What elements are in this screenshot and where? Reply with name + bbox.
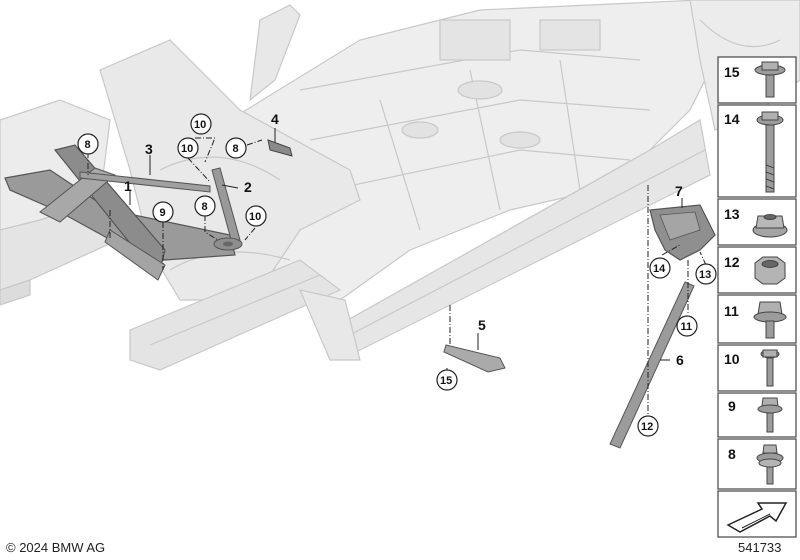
copyright-text: © 2024 BMW AG [6,540,106,555]
callout-3: 3 [145,141,153,157]
legend-cell-14[interactable] [717,104,797,198]
diagram-number: 541733 [738,540,782,555]
callout-4: 4 [271,111,279,127]
bolt-15-icon [754,61,786,98]
bolt-8-icon [756,444,784,485]
legend-cell-15[interactable] [717,56,797,104]
part-2-strut-tower-brace[interactable] [211,167,243,251]
legend-label-13: 13 [724,206,740,222]
legend-cell-10[interactable] [717,344,797,392]
nut-13-icon [752,214,788,238]
bolt-14-icon [756,111,784,193]
callout-10-c: 10 [249,211,261,223]
legend-label-10: 10 [724,351,740,367]
callout-8-c: 8 [202,201,208,213]
callout-2: 2 [244,179,252,195]
part-7-rear-bracket[interactable] [649,204,716,261]
parts-legend: 15 14 13 12 11 10 9 8 [717,56,797,538]
callout-10-a: 10 [194,119,206,131]
legend-label-15: 15 [724,64,740,80]
callout-11: 11 [681,321,693,333]
part-6-rear-strut[interactable] [609,281,695,449]
legend-label-12: 12 [724,254,740,270]
callout-5: 5 [478,317,486,333]
callout-9: 9 [160,207,166,219]
part-5-sill-bracket[interactable] [443,344,506,373]
part-3-strut-bar[interactable] [79,171,211,193]
part-4-bracket[interactable] [267,139,293,157]
arrow-icon [726,502,788,533]
callout-12: 12 [641,421,653,433]
callout-10-b: 10 [181,143,193,155]
callout-15: 15 [440,375,452,387]
bolt-11-icon [753,301,787,339]
callout-6: 6 [676,352,684,368]
callout-14: 14 [653,263,666,275]
legend-cell-8[interactable] [717,438,797,490]
callout-13: 13 [699,269,711,281]
callout-8-b: 8 [233,143,239,155]
bolt-10-icon [760,349,780,387]
legend-label-14: 14 [724,111,740,127]
circled-callout-labels: 8 8 8 9 10 10 10 11 12 13 14 15 [85,119,712,433]
callouts: 1 2 3 4 5 6 7 [124,111,684,368]
callout-7: 7 [675,183,683,199]
nut-12-icon [754,256,786,285]
leader-lines [87,137,707,420]
legend-label-9: 9 [728,398,736,414]
legend-cell-9[interactable] [717,392,797,438]
legend-label-8: 8 [728,446,736,462]
callout-1: 1 [124,178,132,194]
label-lines [129,128,683,361]
screw-9-icon [757,397,783,433]
circled-callouts [77,113,717,437]
callout-8-a: 8 [85,139,91,151]
legend-label-11: 11 [724,303,739,319]
